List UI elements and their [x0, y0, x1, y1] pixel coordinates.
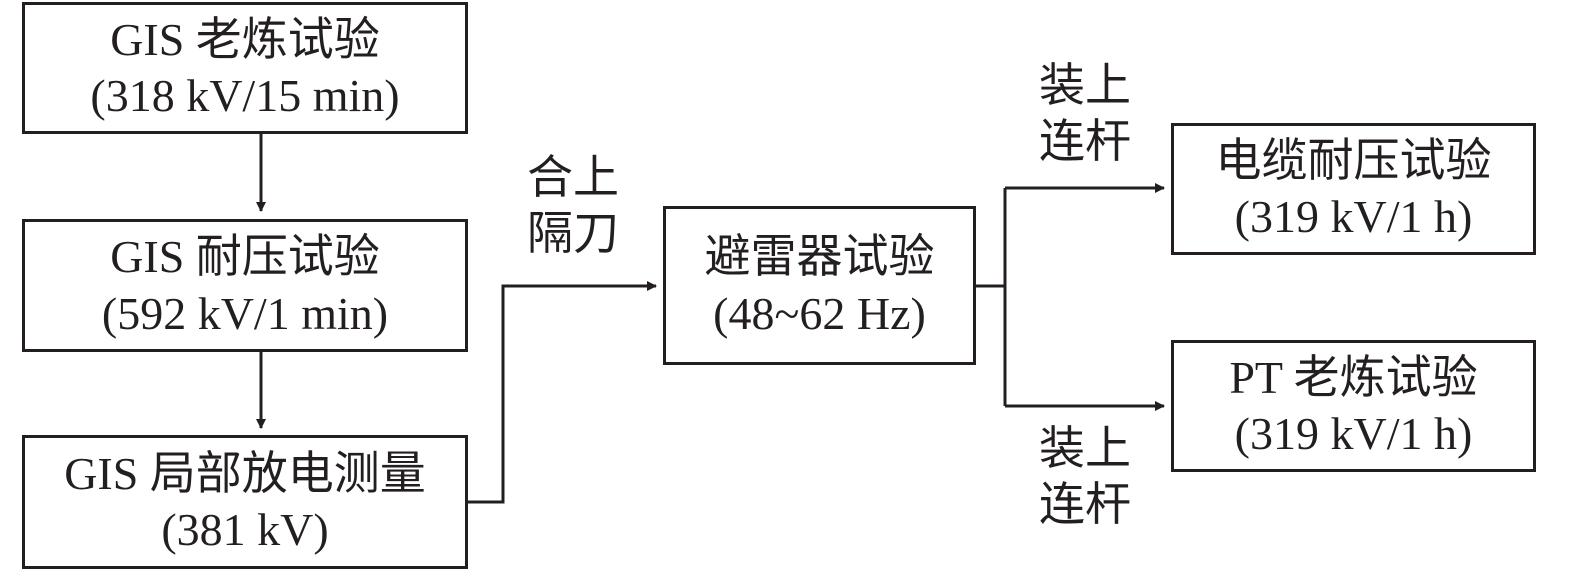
gis-withstand-test-title: GIS 耐压试验 [110, 231, 380, 283]
install-rod-upper-line1: 装上 [1039, 60, 1131, 111]
gis-partial-discharge-title: GIS 局部放电测量 [64, 447, 426, 499]
install-rod-lower-line1: 装上 [1039, 423, 1131, 474]
cable-withstand-test-title: 电缆耐压试验 [1215, 134, 1492, 186]
close-disconnector-line1: 合上 [527, 152, 619, 203]
gis-aging-test-box: GIS 老炼试验 (318 kV/15 min) [22, 2, 468, 134]
arrester-test-title: 避雷器试验 [704, 231, 935, 283]
close-disconnector-line2: 隔刀 [527, 208, 619, 260]
install-rod-lower-line2: 连杆 [1039, 479, 1131, 531]
gis-partial-discharge-value: (381 kV) [161, 504, 329, 555]
gis-partial-discharge-box: GIS 局部放电测量 (381 kV) [22, 435, 468, 569]
install-rod-label-lower: 装上 连杆 [1030, 421, 1140, 533]
cable-withstand-test-box: 电缆耐压试验 (319 kV/1 h) [1171, 123, 1536, 255]
close-disconnector-label: 合上 隔刀 [518, 150, 628, 262]
pt-aging-test-value: (319 kV/1 h) [1234, 408, 1473, 459]
arrester-test-value: (48~62 Hz) [713, 287, 926, 339]
install-rod-upper-line2: 连杆 [1039, 116, 1131, 168]
gis-aging-test-title: GIS 老炼试验 [110, 13, 380, 65]
pt-aging-test-box: PT 老炼试验 (319 kV/1 h) [1171, 340, 1536, 472]
gis-aging-test-value: (318 kV/15 min) [90, 70, 400, 121]
arrow-pd-to-arrester [467, 281, 657, 504]
arrester-test-box: 避雷器试验 (48~62 Hz) [663, 206, 976, 365]
gis-withstand-test-box: GIS 耐压试验 (592 kV/1 min) [22, 219, 468, 352]
install-rod-label-upper: 装上 连杆 [1030, 58, 1140, 170]
pt-aging-test-title: PT 老炼试验 [1229, 351, 1478, 403]
gis-withstand-test-value: (592 kV/1 min) [101, 287, 389, 339]
cable-withstand-test-value: (319 kV/1 h) [1234, 191, 1473, 242]
